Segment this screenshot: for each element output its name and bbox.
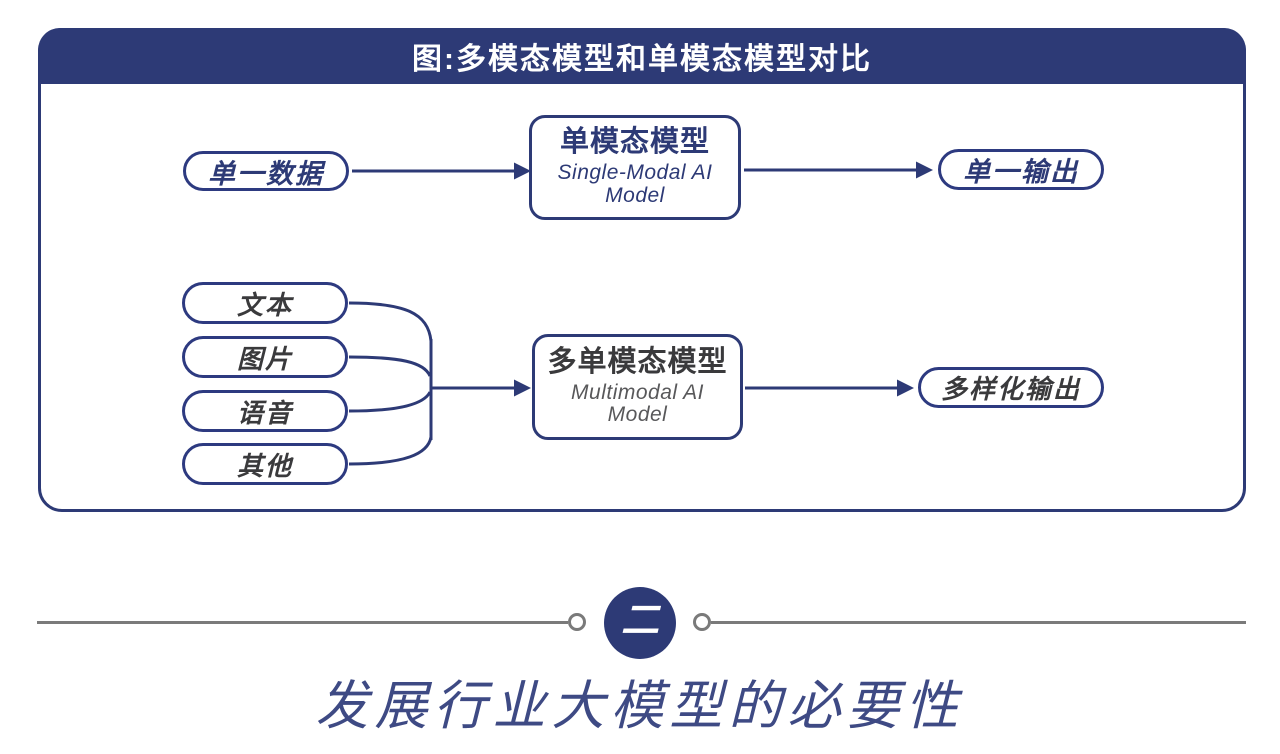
- pill-single-output-label: 单一输出: [963, 157, 1079, 187]
- multimodal-model-title: 多单模态模型: [547, 345, 728, 378]
- multimodal-subtitle-line2: Model: [607, 403, 668, 427]
- section-heading: 发展行业大模型的必要性: [315, 677, 965, 736]
- single-modal-model-box: 单模态模型 Single-Modal AI Model: [529, 115, 741, 220]
- figure-title: 图:多模态模型和单模态模型对比: [412, 43, 872, 76]
- single-modal-model-title: 单模态模型: [559, 126, 710, 159]
- pill-input-text: 文本: [182, 282, 348, 324]
- single-modal-model-subtitle: Single-Modal AI Model: [558, 162, 713, 207]
- pill-single-data: 单一数据: [183, 151, 349, 191]
- pill-diverse-output: 多样化输出: [918, 367, 1104, 408]
- pill-single-output: 单一输出: [938, 149, 1104, 190]
- pill-input-image-label: 图片: [236, 343, 293, 374]
- section-number-badge: 二: [604, 587, 676, 659]
- section-number: 二: [620, 600, 659, 642]
- pill-input-speech-label: 语音: [236, 397, 293, 428]
- pill-input-image: 图片: [182, 336, 348, 378]
- pill-input-speech: 语音: [182, 390, 348, 432]
- divider-line-right: [711, 621, 1246, 624]
- multimodal-subtitle-line1: Multimodal AI: [571, 380, 704, 404]
- pill-single-data-label: 单一数据: [208, 158, 324, 189]
- pill-input-other: 其他: [182, 443, 348, 485]
- pill-input-text-label: 文本: [236, 289, 293, 320]
- divider-dot-right-icon: [693, 613, 711, 631]
- single-modal-subtitle-line2: Model: [605, 183, 665, 207]
- single-modal-subtitle-line1: Single-Modal AI: [557, 161, 713, 185]
- pill-input-other-label: 其他: [236, 450, 293, 481]
- divider-dot-left-icon: [568, 613, 586, 631]
- figure-header-bar: 图:多模态模型和单模态模型对比: [38, 28, 1246, 84]
- multimodal-model-box: 多单模态模型 Multimodal AI Model: [532, 334, 743, 440]
- pill-diverse-output-label: 多样化输出: [940, 374, 1081, 404]
- multimodal-model-subtitle: Multimodal AI Model: [571, 380, 704, 427]
- divider-line-left: [37, 621, 568, 624]
